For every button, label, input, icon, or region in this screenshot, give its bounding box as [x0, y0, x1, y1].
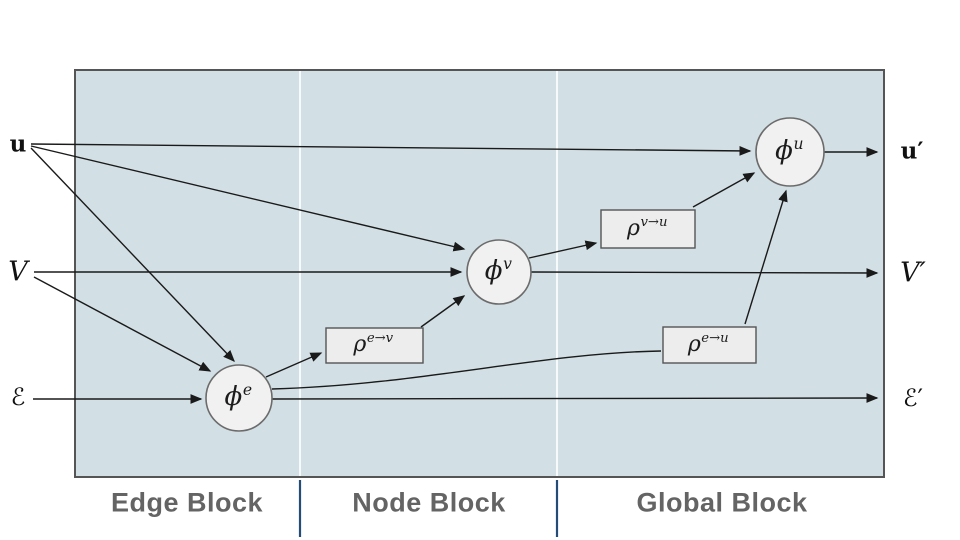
phi-v-sup: v: [503, 254, 512, 273]
rho-ev-base: ρ: [353, 332, 367, 357]
rho-vu-box: [600, 209, 696, 249]
arrow-u-to-phi-v: [30, 145, 466, 252]
output-e-prime-label: ℰ′: [903, 384, 923, 412]
arrow-rho-eu-to-phi-u: [744, 189, 788, 325]
global-block-label: Global Block: [636, 487, 808, 518]
rho-vu-label: ρv→u: [627, 215, 668, 241]
rho-vu-sup: v→u: [640, 215, 668, 231]
phi-e-base: ϕ: [224, 382, 243, 412]
arrow-rho-vu-to-phi-u: [692, 172, 756, 208]
output-u-prime-label: u′: [900, 137, 924, 165]
node-block-label: Node Block: [352, 487, 506, 518]
rho-eu-sup: e→u: [701, 331, 729, 347]
phi-u-node: [755, 117, 825, 187]
phi-u-label: ϕu: [775, 134, 804, 166]
input-e-label: ℰ: [10, 383, 26, 411]
arrow-v-to-phi-e: [33, 276, 212, 372]
phi-u-sup: u: [793, 134, 804, 153]
rho-eu-label: ρe→u: [687, 331, 729, 357]
phi-v-base: ϕ: [484, 256, 503, 286]
phi-v-node: [466, 239, 532, 305]
rho-ev-label: ρe→v: [353, 331, 394, 357]
rho-ev-box: [325, 327, 424, 364]
rho-eu-box: [662, 326, 757, 364]
edge-block-label: Edge Block: [110, 487, 264, 518]
rho-ev-sup: e→v: [366, 331, 394, 347]
input-v-label: V: [8, 256, 28, 288]
phi-e-sup: e: [242, 380, 253, 399]
arrow-u-to-phi-u: [30, 143, 752, 156]
phi-v-label: ϕv: [484, 254, 512, 286]
output-v-prime-label: V′: [900, 257, 926, 289]
curve-phi-e-to-rho-eu: [271, 350, 662, 390]
phi-e-label: ϕe: [224, 380, 253, 412]
arrow-phi-v-to-rho-vu: [528, 240, 598, 259]
arrow-phi-e-to-rho-ev: [265, 352, 323, 378]
phi-e-node: [205, 364, 273, 432]
arrow-phi-e-to-e-prime: [271, 393, 879, 403]
arrow-rho-ev-to-phi-v: [420, 295, 466, 328]
arrow-u-to-phi-e: [30, 147, 235, 363]
rho-eu-base: ρ: [687, 332, 701, 357]
rho-vu-base: ρ: [627, 216, 640, 241]
phi-u-base: ϕ: [775, 136, 793, 166]
arrow-phi-v-to-v-prime: [530, 268, 879, 278]
input-u-label: u: [9, 130, 27, 158]
